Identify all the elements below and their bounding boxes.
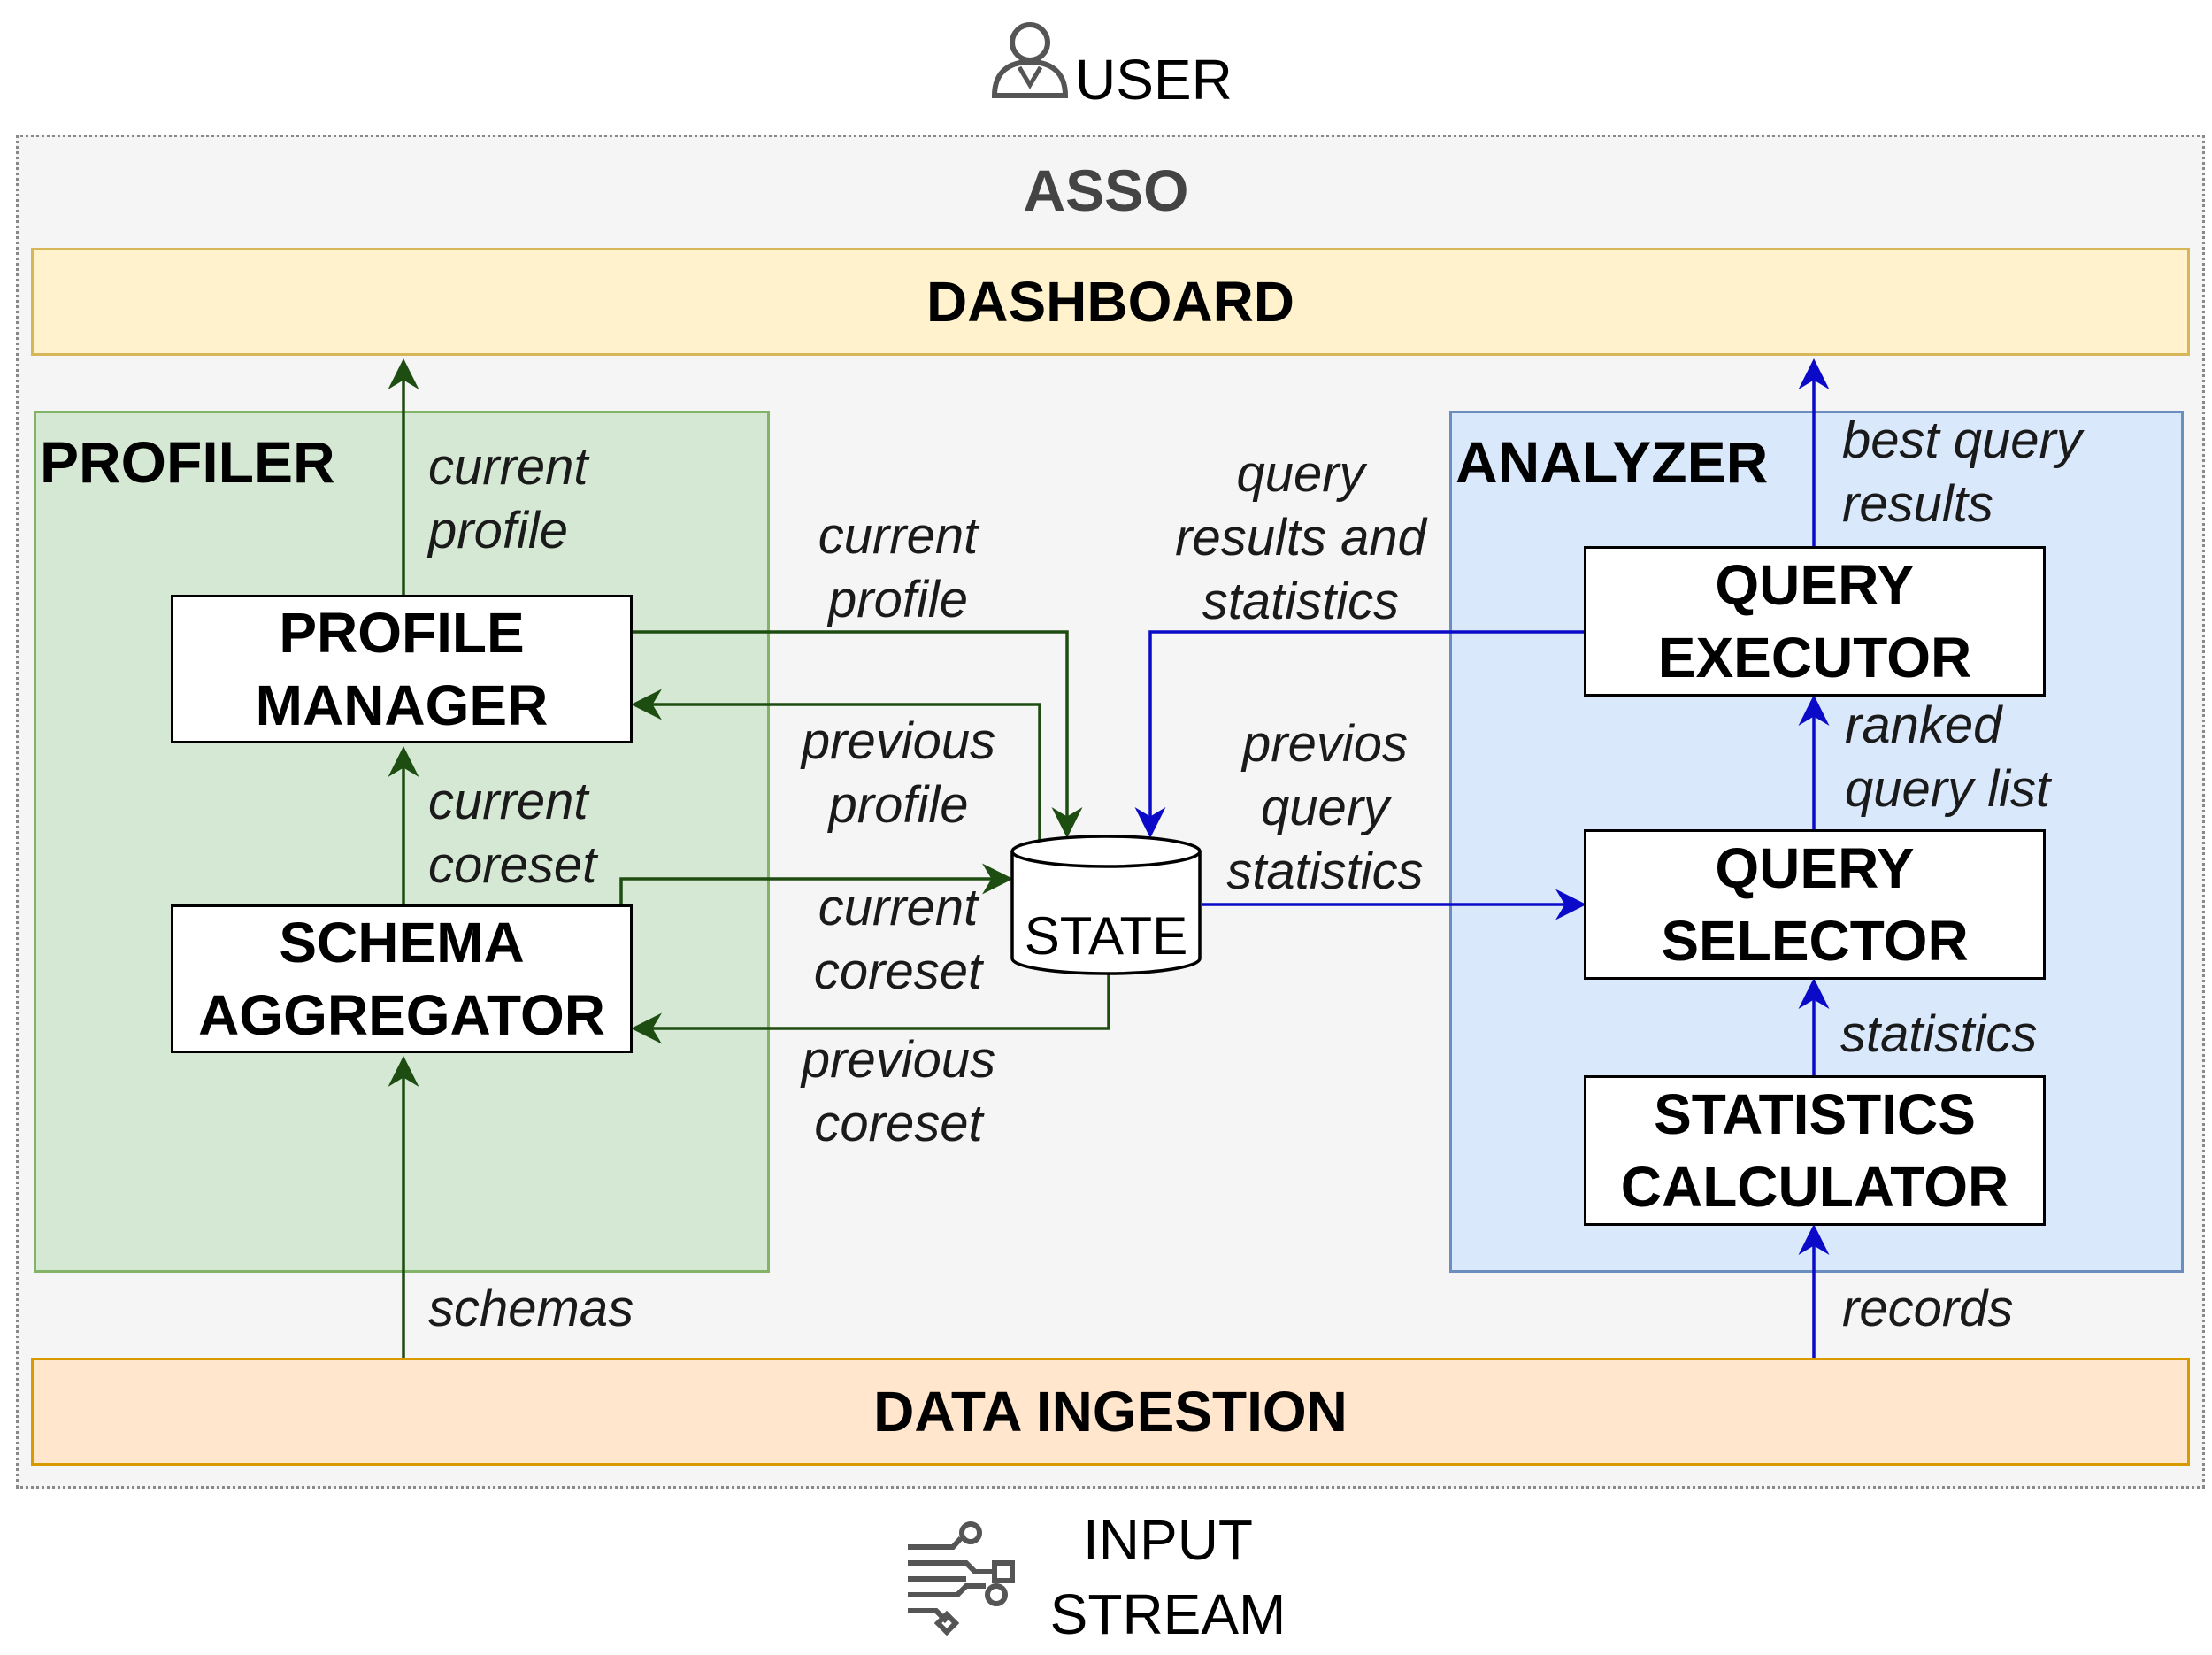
arrow-manager-to-state [632, 630, 1083, 838]
query-executor-line1: QUERY [1715, 553, 1915, 617]
profile-manager-line2: MANAGER [255, 674, 549, 737]
label-current-coreset-up: current coreset [428, 773, 597, 894]
input-stream-label: INPUT STREAM [1049, 1508, 1286, 1646]
arrow-aggregator-to-state [619, 863, 1013, 904]
query-executor-box[interactable]: QUERY EXECUTOR [1584, 546, 2046, 697]
analyzer-title: ANALYZER [1455, 429, 1769, 495]
label-current-profile-state: current profile [818, 507, 979, 628]
user-label: USER [1075, 48, 1233, 112]
label-schemas: schemas [428, 1280, 634, 1337]
label-current-coreset-state: current coreset [813, 879, 983, 1000]
query-selector-line2: SELECTOR [1661, 909, 1969, 973]
arrow-state-to-aggregator [631, 974, 1110, 1044]
asso-title: ASSO [1023, 158, 1189, 223]
schema-aggregator-line1: SCHEMA [279, 911, 525, 974]
arrow-state-to-manager [631, 689, 1041, 841]
schema-aggregator-line2: AGGREGATOR [198, 983, 605, 1047]
dashboard-label: DASHBOARD [926, 270, 1294, 334]
data-ingestion-bar[interactable]: DATA INGESTION [31, 1358, 2190, 1466]
profiler-container [34, 411, 770, 1273]
label-previous-profile: previous profile [801, 712, 996, 834]
label-previous-coreset: previous coreset [801, 1031, 996, 1152]
dashboard-bar[interactable]: DASHBOARD [31, 248, 2190, 356]
profile-manager-box[interactable]: PROFILE MANAGER [171, 595, 633, 743]
state-label[interactable]: STATE [1024, 906, 1188, 966]
label-statistics: statistics [1840, 1005, 2038, 1063]
query-selector-box[interactable]: QUERY SELECTOR [1584, 829, 2046, 980]
schema-aggregator-box[interactable]: SCHEMA AGGREGATOR [171, 904, 633, 1053]
stream-icon [904, 1520, 1019, 1636]
data-ingestion-label: DATA INGESTION [873, 1380, 1348, 1443]
label-ranked-query-list: ranked query list [1845, 697, 2051, 818]
label-current-profile-up: current profile [428, 438, 588, 559]
statistics-calculator-box[interactable]: STATISTICS CALCULATOR [1584, 1075, 2046, 1226]
arrow-executor-to-state [1134, 630, 1584, 838]
label-best-query-results: best query results [1842, 412, 2082, 533]
profile-manager-line1: PROFILE [279, 601, 525, 665]
statistics-calculator-line1: STATISTICS [1654, 1082, 1976, 1146]
label-previos-query-statistics: previos query statistics [1226, 715, 1424, 900]
query-selector-line1: QUERY [1715, 836, 1915, 900]
query-executor-line2: EXECUTOR [1657, 626, 1972, 689]
user-icon [989, 19, 1071, 101]
state-cylinder [1010, 835, 1202, 975]
label-records: records [1842, 1280, 2014, 1337]
label-query-results-statistics: query results and statistics [1175, 445, 1426, 630]
statistics-calculator-line2: CALCULATOR [1620, 1155, 2009, 1219]
profiler-title: PROFILER [40, 429, 335, 495]
